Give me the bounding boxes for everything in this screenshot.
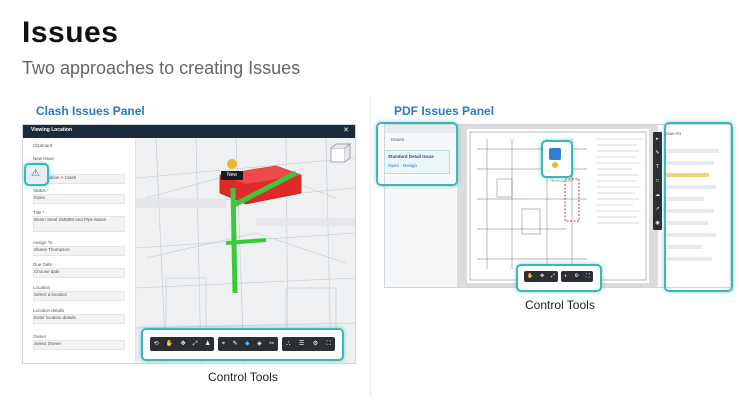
fullscreen-icon[interactable]: ⛶	[326, 341, 331, 347]
pdf-issue-card-title: Standard Detail Issue	[388, 154, 434, 159]
pdf-navigation-group: ✋ ✥ ⤢	[524, 271, 558, 282]
pdf-control-tools-highlight: ✋ ✥ ⤢ ◐ ⚙ ⛶	[516, 264, 602, 292]
pdf-settings-group: ◐ ⚙ ⛶	[561, 271, 593, 282]
title-label: Title *	[33, 210, 45, 215]
new-issue-label: New Issue	[33, 156, 55, 161]
location-details-label: Location details	[33, 308, 65, 313]
select-tool-icon[interactable]: ▸	[656, 135, 659, 142]
pdf-issue-pin-icon[interactable]	[549, 148, 561, 160]
issue-pin-icon	[227, 159, 237, 169]
pdf-fit-icon[interactable]: ✥	[540, 273, 545, 279]
orbit-icon[interactable]: ⟲	[153, 341, 159, 347]
clash-window-titlebar: Viewing Location ✕	[23, 125, 355, 138]
clash-control-tools-caption: Control Tools	[208, 370, 278, 384]
pdf-issue-detail: Issue #4	[657, 125, 730, 287]
pdf-breadcrumb-bar	[385, 125, 457, 133]
due-date-label: Due Date	[33, 262, 53, 267]
pdf-panel-label: PDF Issues Panel	[394, 104, 495, 118]
clash-control-tools-highlight: ⟲ ✋ ✥ ⤢ ♟ ⌖ ✎ ◆ ◈ ✂ ⛬ ☰ ⚙ ⛶	[141, 328, 344, 361]
zoom-icon[interactable]: ⤢	[192, 341, 198, 347]
location-label: Location	[33, 285, 51, 290]
issue-panel-icon: ⚠	[31, 168, 40, 179]
building-model-drawing	[136, 138, 355, 363]
explode-icon[interactable]: ◈	[257, 341, 262, 347]
pdf-fullscreen-icon[interactable]: ⛶	[585, 273, 590, 279]
pencil-icon[interactable]: ✎	[232, 341, 238, 347]
pdf-vertical-toolbar: ▸ ✎ T □ ☁ ↗ ◉	[653, 132, 662, 230]
owner-label: Owner	[33, 334, 47, 339]
status-field[interactable]: Open	[33, 194, 125, 204]
pdf-pan-icon[interactable]: ✋	[527, 273, 534, 279]
section-divider	[370, 96, 371, 396]
due-date-field[interactable]: Choose date	[33, 268, 125, 278]
location-details-field[interactable]: Enter location details	[33, 314, 125, 324]
pin-status-dot-icon	[552, 162, 558, 168]
cut-icon[interactable]: ✂	[269, 341, 275, 347]
pdf-compare-icon[interactable]: ◐	[564, 273, 568, 279]
owner-field[interactable]: Select Owner	[33, 340, 125, 350]
page-title: Issues	[22, 16, 119, 49]
assign-to-field[interactable]: Shane Thompson	[33, 246, 125, 256]
markup-cloud	[564, 178, 580, 222]
markup-toolbar-group: ⌖ ✎ ◆ ◈ ✂	[218, 337, 278, 351]
page-subtitle: Two approaches to creating Issues	[22, 58, 301, 78]
pdf-pin-highlight	[541, 140, 573, 178]
clash-panel-label: Clash Issues Panel	[36, 104, 145, 118]
measure-icon[interactable]: ⌖	[221, 341, 226, 347]
pdf-control-tools-caption: Control Tools	[525, 298, 595, 312]
shape-tool-icon[interactable]: □	[655, 177, 660, 184]
pdf-issues-header: Issues	[391, 137, 405, 142]
clash-issue-form: Clipboard New Issue Type * Coordination …	[23, 138, 136, 363]
clash-panel-icon-highlight[interactable]: ⚠	[24, 163, 49, 186]
pen-tool-icon[interactable]: ✎	[655, 149, 660, 156]
view-cube-icon	[330, 143, 352, 163]
clash-window-title: Viewing Location	[31, 127, 73, 133]
pdf-issue-detail-header: Issue #4	[664, 131, 682, 136]
settings-gear-icon[interactable]: ⚙	[312, 341, 319, 347]
fit-view-icon[interactable]: ✥	[180, 341, 186, 347]
pdf-settings-gear-icon[interactable]: ⚙	[574, 273, 579, 279]
issue-pin-label: New	[226, 172, 237, 178]
cloud-tool-icon[interactable]: ☁	[655, 191, 660, 198]
pdf-zoom-icon[interactable]: ⤢	[550, 273, 555, 279]
assign-to-label: Assign To	[33, 240, 53, 245]
title-field[interactable]: Beam Steel SM80M and Pipe Mains	[33, 216, 125, 232]
model-toolbar-group: ⛬ ☰ ⚙ ⛶	[282, 337, 335, 351]
arrow-tool-icon[interactable]: ↗	[655, 205, 660, 212]
status-label: Status *	[33, 188, 49, 193]
pan-hand-icon[interactable]: ✋	[165, 341, 174, 347]
location-field[interactable]: Select a location	[33, 291, 125, 301]
pdf-issue-card-meta: Open · Design	[388, 163, 418, 168]
walk-icon[interactable]: ♟	[204, 341, 211, 347]
clash-3d-viewer[interactable]: New	[136, 138, 355, 363]
clash-issues-screenshot: Viewing Location ✕ Clipboard New Issue T…	[22, 124, 356, 364]
model-tree-icon[interactable]: ⛬	[286, 341, 291, 347]
close-icon[interactable]: ✕	[343, 127, 349, 134]
section-icon[interactable]: ◆	[245, 341, 250, 347]
pdf-issue-card[interactable]: Standard Detail Issue Open · Design	[384, 150, 450, 174]
text-tool-icon[interactable]: T	[655, 163, 660, 170]
clipboard-header: Clipboard	[33, 143, 53, 148]
pdf-issue-list-highlight: Standard Detail Issue Open · Design	[376, 122, 458, 186]
stamp-tool-icon[interactable]: ◉	[655, 219, 660, 226]
clash-pipe-diagonal	[230, 170, 298, 209]
pdf-issue-detail-highlight	[664, 122, 733, 292]
navigation-toolbar-group: ⟲ ✋ ✥ ⤢ ♟	[150, 337, 214, 351]
properties-icon[interactable]: ☰	[298, 341, 305, 347]
